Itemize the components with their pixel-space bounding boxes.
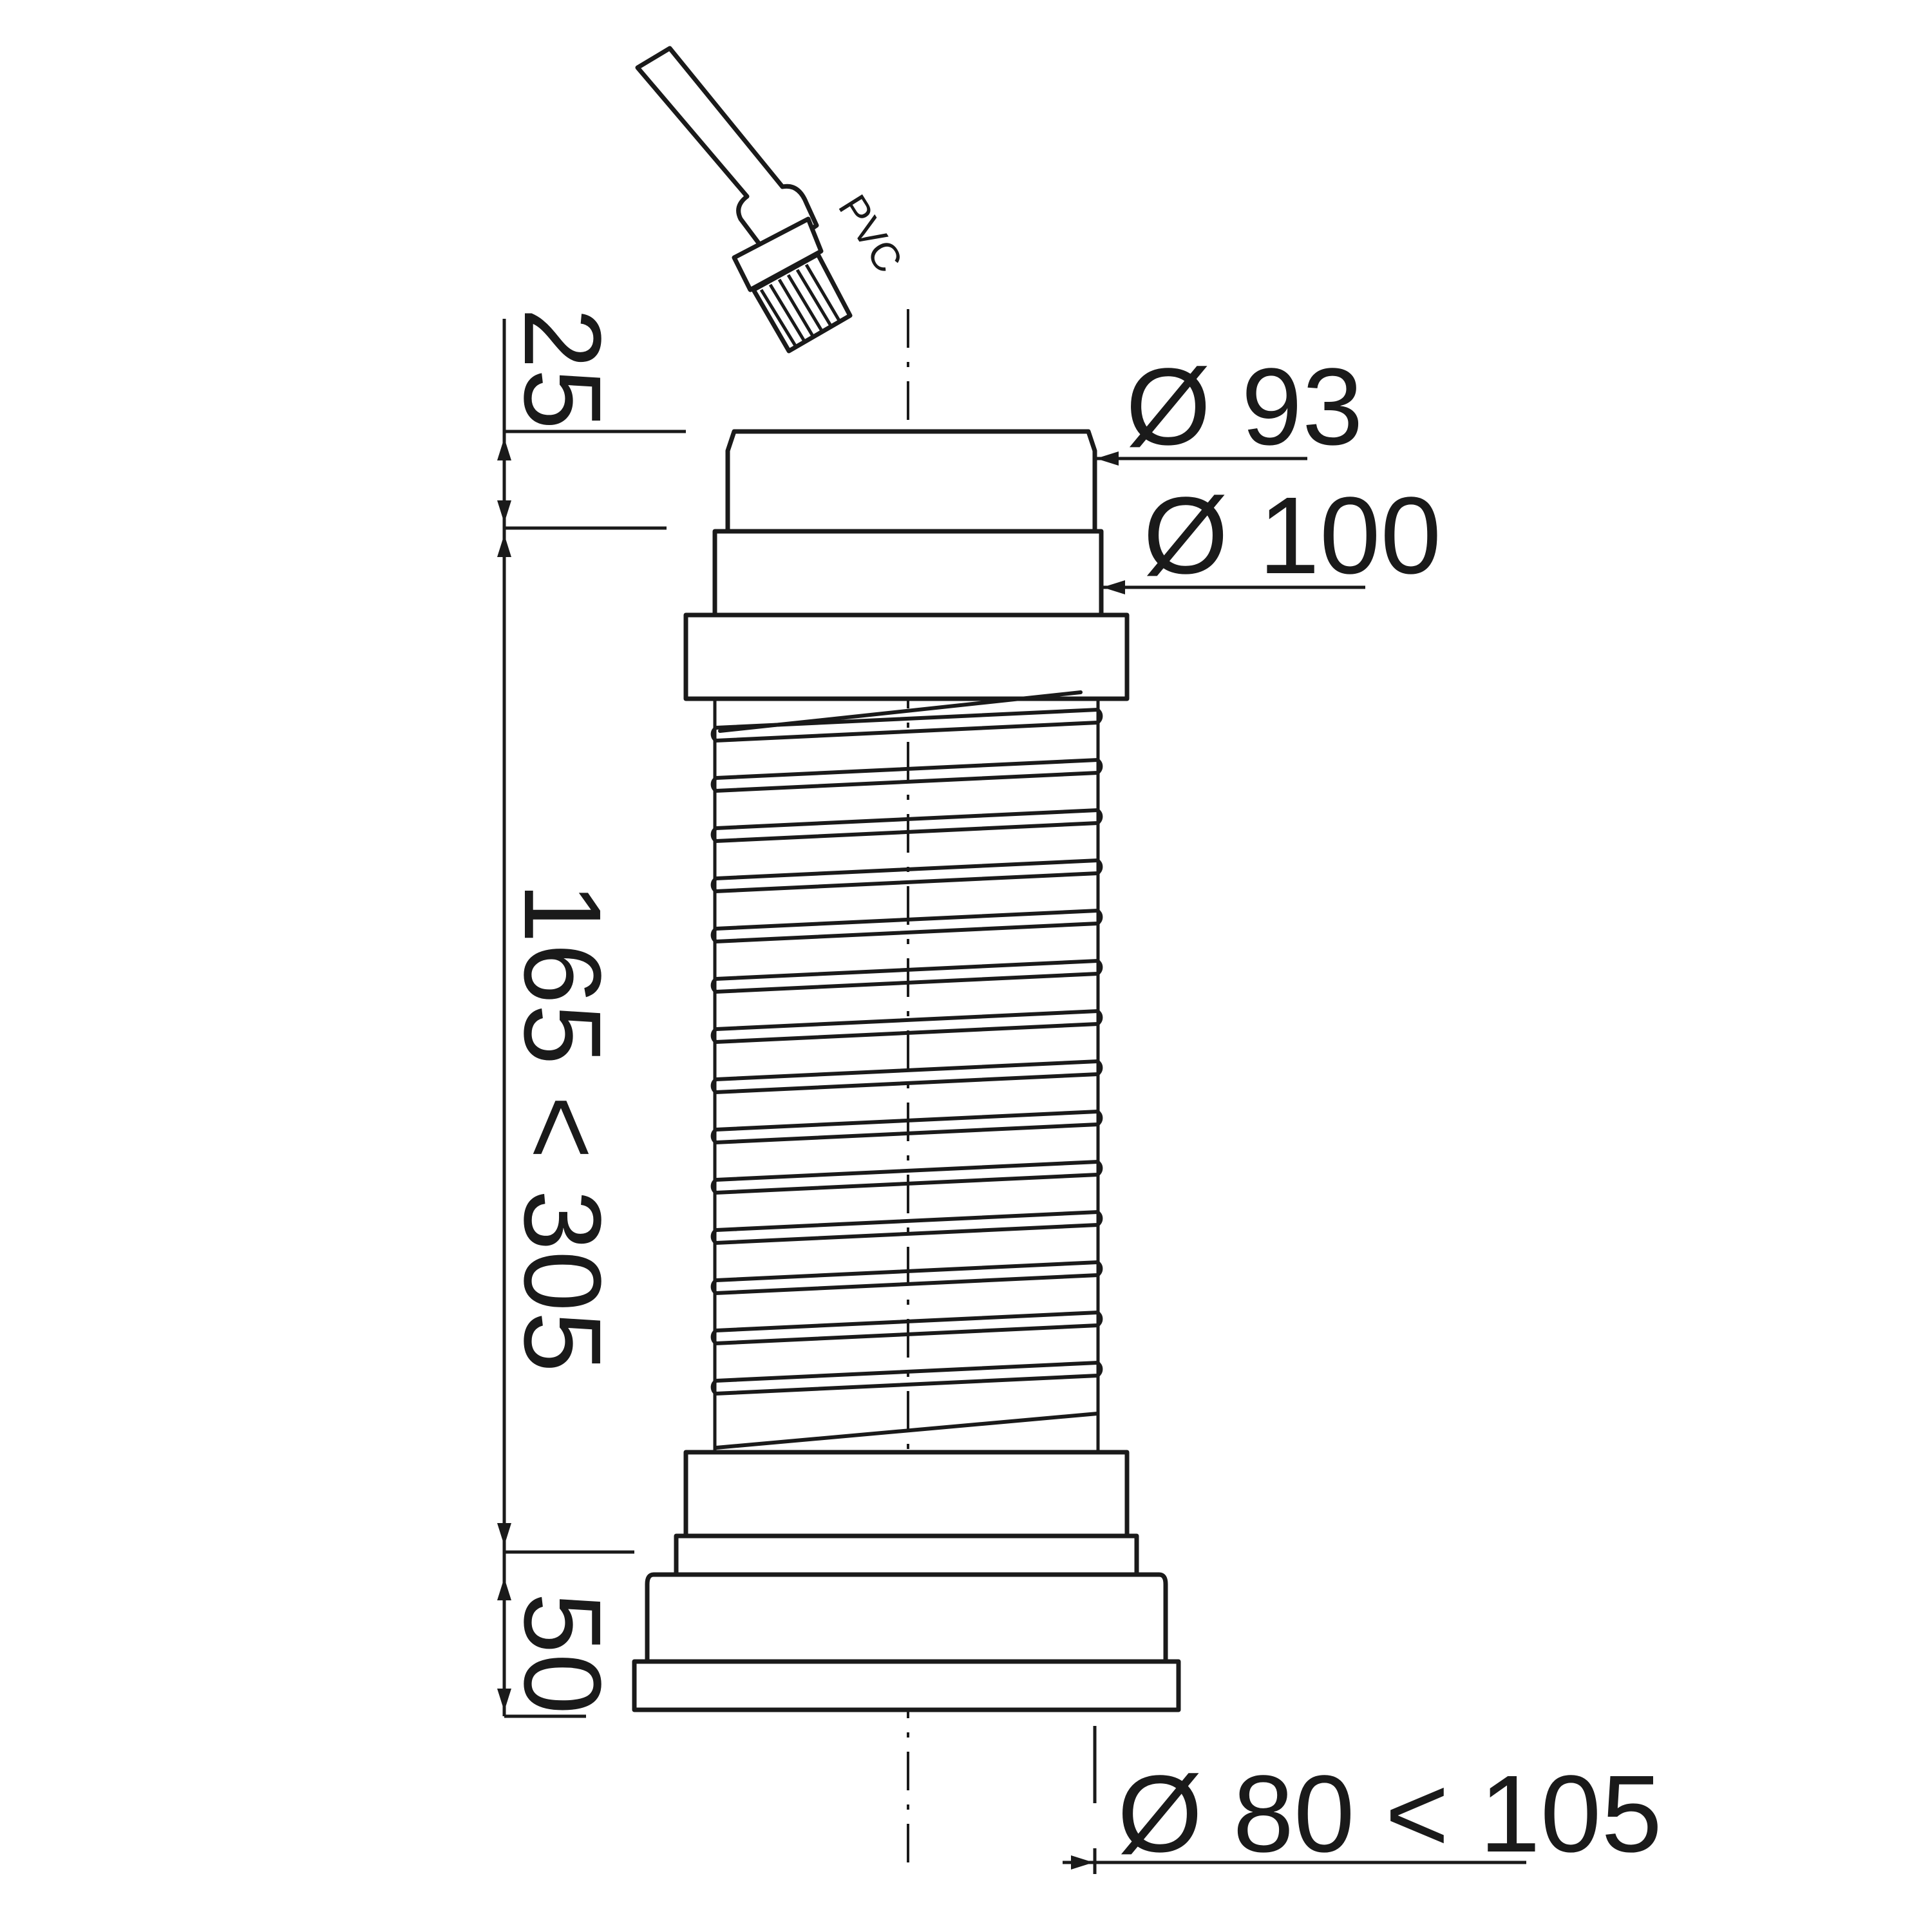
dim-bottom-socket-height: 50 bbox=[501, 1593, 623, 1714]
hose-coils bbox=[710, 690, 1103, 1450]
hose-coil bbox=[710, 908, 1103, 944]
pvc-label: PVC bbox=[829, 187, 911, 281]
hose-coil bbox=[710, 1360, 1103, 1396]
dim-bottom-diameter-range: Ø 80 < 105 bbox=[1117, 1753, 1662, 1875]
hose-coil bbox=[710, 1310, 1103, 1346]
hose-coil bbox=[710, 958, 1103, 994]
bottom-flange bbox=[632, 1659, 1181, 1712]
hose-coil bbox=[710, 1260, 1103, 1296]
dim-body-length: 165 < 305 bbox=[501, 882, 623, 1372]
left-dimension-lines bbox=[497, 319, 686, 1718]
hose-coil bbox=[710, 858, 1103, 894]
dim-top-inner-diameter: Ø 93 bbox=[1126, 346, 1363, 468]
dim-top-socket-height: 25 bbox=[501, 308, 623, 430]
top-ring bbox=[683, 612, 1130, 701]
hose-coil bbox=[710, 1009, 1103, 1045]
bottom-step bbox=[674, 1533, 1139, 1577]
hose-coil bbox=[710, 1209, 1103, 1245]
dim-top-outer-diameter: Ø 100 bbox=[1143, 475, 1441, 597]
bottom-socket bbox=[645, 1572, 1168, 1664]
top-spigot bbox=[725, 429, 1097, 534]
top-collar bbox=[712, 529, 1104, 618]
hose-coil bbox=[710, 1059, 1103, 1095]
hose-coil bbox=[710, 707, 1103, 743]
hose-coil bbox=[710, 808, 1103, 844]
brush-icon bbox=[635, 46, 853, 354]
hose-coil bbox=[714, 1412, 1099, 1450]
hose-coil bbox=[710, 757, 1103, 793]
right-dimension-lines bbox=[1063, 451, 1526, 1874]
hose-coil bbox=[710, 1109, 1103, 1145]
bottom-collar bbox=[683, 1450, 1130, 1539]
hose-coil bbox=[710, 1159, 1103, 1195]
